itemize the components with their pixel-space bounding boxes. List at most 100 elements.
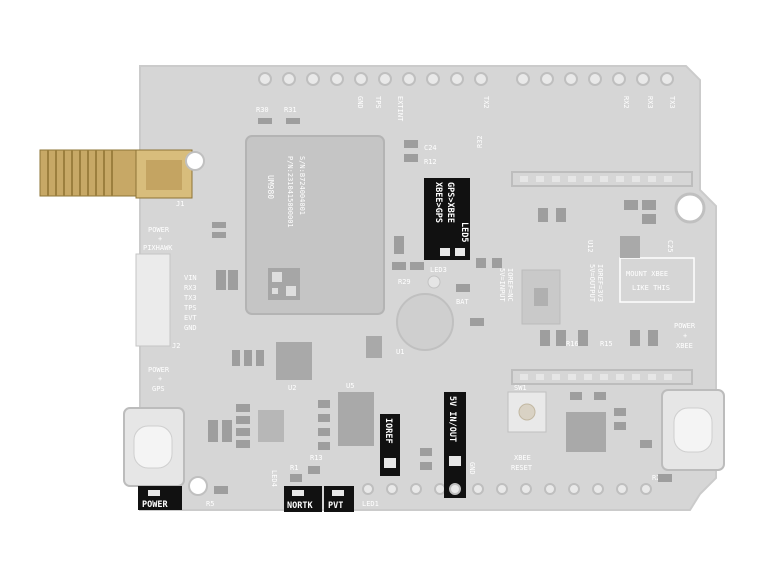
led-pvt [332, 490, 344, 496]
ref-r5: R5 [206, 500, 214, 508]
ref-led3: LED3 [430, 266, 447, 274]
right-label-rx3: RX3 [646, 96, 654, 109]
ref-u2: U2 [288, 384, 296, 392]
power-xbee-label-2: + [683, 332, 687, 340]
xbee-reset-label-2: RESET [511, 464, 533, 472]
led-bar-highlight: GPS>XBEE XBEE>GPS LED5 [424, 178, 470, 260]
xbee-reset-label-1: XBEE [514, 454, 531, 462]
five-v-label: 5V IN/OUT [447, 396, 457, 442]
ref-led4: LED4 [270, 470, 278, 487]
ic-u1 [366, 336, 382, 358]
xbee-header [511, 171, 693, 385]
top-label-tps: TPS [374, 96, 382, 109]
led-gps-xbee [440, 248, 450, 256]
power-pixhawk-label-2: + [158, 235, 162, 243]
five-v-pad [449, 483, 461, 495]
ref-u5: U5 [346, 382, 354, 390]
pin-evt: EVT [184, 314, 197, 322]
usbc-left [123, 407, 185, 487]
ic-u12 [620, 236, 640, 258]
ref-c24: C24 [424, 144, 437, 152]
um980-module: UM980 P/N:2310415000001 S/N:B724004001 [245, 135, 385, 315]
usbc-right [661, 389, 725, 471]
ref-r15: R15 [600, 340, 613, 348]
ic-u5 [338, 392, 374, 446]
pixhawk-connector [135, 253, 171, 347]
power-xbee-label-1: POWER [674, 322, 696, 330]
ref-u12: U12 [586, 240, 594, 253]
nortk-highlight: NORTK [284, 486, 322, 512]
top-label-tx2: TX2 [482, 96, 490, 109]
led-ioref [384, 458, 396, 468]
right-label-tx3: TX3 [668, 96, 676, 109]
ref-r12: R12 [424, 158, 437, 166]
right-label-rx2: RX2 [622, 96, 630, 109]
ioref-label: IOREF [383, 418, 393, 444]
module-pn: P/N:2310415000001 [286, 156, 294, 228]
top-label-gnd: GND [356, 96, 364, 109]
mount-xbee-box [619, 257, 695, 303]
led-power [148, 490, 160, 496]
pin-tps: TPS [184, 304, 197, 312]
bat-label: BAT [456, 298, 469, 306]
module-name: UM980 [266, 175, 275, 199]
power-pixhawk-label-3: PIXHAWK [143, 244, 173, 252]
ref-r31: R31 [284, 106, 297, 114]
battery-holder [396, 293, 454, 351]
top-label-extint: EXTINT [396, 96, 404, 122]
led-five-v [449, 456, 461, 466]
ref-r1: R1 [290, 464, 298, 472]
power-highlight: POWER [138, 486, 182, 510]
ioref-switch-right-2: 5V=OUTPUT [588, 264, 596, 303]
smd-components [208, 118, 672, 494]
power-label: POWER [142, 500, 168, 510]
pin-tx3: TX3 [184, 294, 197, 302]
nortk-label: NORTK [287, 501, 313, 511]
power-gps-label-1: POWER [148, 366, 170, 374]
ref-sw1: SW1 [514, 384, 527, 392]
mount-xbee-label-2: LIKE THIS [632, 284, 670, 292]
led-xbee-gps [455, 248, 465, 256]
sma-connector [39, 149, 193, 199]
xbee-gps-label: XBEE>GPS [433, 182, 443, 223]
led5-label: LED5 [459, 222, 469, 242]
ref-u1: U1 [396, 348, 404, 356]
ref-r32: R32 [476, 135, 484, 148]
ioref-switch-left-2: 5V=INPUT [498, 268, 506, 303]
mount-hole-right [674, 192, 706, 224]
ioref-switch-right-1: IOREF=3V3 [596, 264, 604, 302]
mount-hole-left [185, 151, 205, 171]
top-header-holes [258, 72, 674, 86]
ioref-switch-left-1: IOREF=NC [506, 268, 514, 302]
module-sn: S/N:B724004001 [298, 156, 306, 215]
gps-xbee-label: GPS>XBEE [445, 182, 455, 223]
ref-r16: R16 [566, 340, 579, 348]
pin-gnd: GND [184, 324, 197, 332]
ref-r30: R30 [256, 106, 269, 114]
ic-right [566, 412, 606, 452]
power-gps-label-3: GPS [152, 385, 165, 393]
mount-xbee-label-1: MOUNT XBEE [626, 270, 668, 278]
power-pixhawk-label-1: POWER [148, 226, 170, 234]
five-v-highlight: 5V IN/OUT [444, 392, 466, 498]
ref-j2: J2 [172, 342, 180, 350]
pvt-label: PVT [328, 501, 343, 511]
led-nortk [292, 490, 304, 496]
pcb-board [139, 65, 717, 511]
ic-u2 [276, 342, 312, 380]
power-gps-label-2: + [158, 375, 162, 383]
bottom-header-holes [362, 483, 652, 495]
ref-j1: J1 [176, 200, 184, 208]
ioref-highlight: IOREF [380, 414, 400, 476]
power-xbee-label-3: XBEE [676, 342, 693, 350]
ref-r29: R29 [398, 278, 411, 286]
pin-rx3: RX3 [184, 284, 197, 292]
pin-vin: VIN [184, 274, 197, 282]
mount-hole-bottom [188, 476, 208, 496]
gnd-bottom-label: GND [468, 462, 476, 475]
pvt-highlight: PVT [324, 486, 354, 512]
ref-r13: R13 [310, 454, 323, 462]
ref-led1: LED1 [362, 500, 379, 508]
ref-c25: C25 [666, 240, 674, 253]
